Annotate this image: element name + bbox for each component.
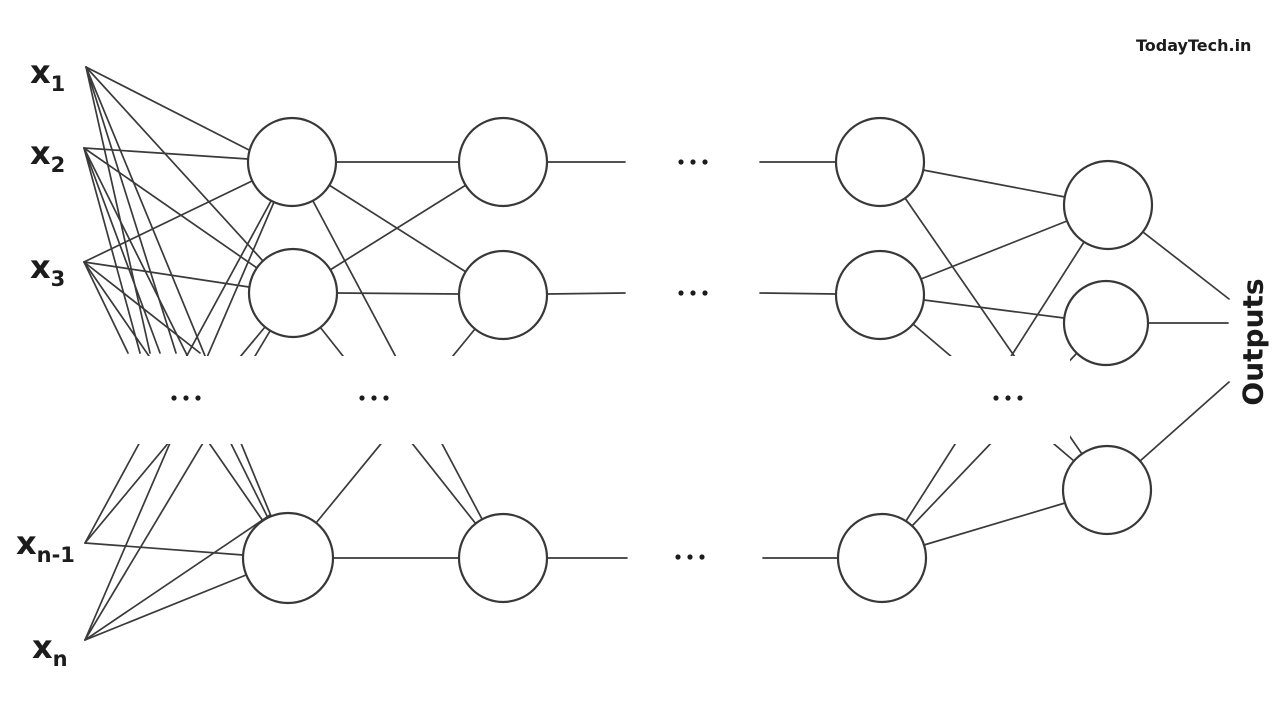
connection-line bbox=[1139, 381, 1230, 462]
connection-line bbox=[83, 261, 250, 288]
ellipsis-dot bbox=[678, 290, 684, 296]
ellipsis-dot bbox=[690, 290, 696, 296]
neuron-node-hidden2-top1 bbox=[457, 116, 549, 208]
connection-line bbox=[922, 169, 1066, 198]
ellipsis-dot bbox=[383, 395, 389, 401]
connection-line bbox=[546, 292, 626, 295]
ellipsis-dot bbox=[702, 290, 708, 296]
connection-line bbox=[923, 502, 1066, 546]
connection-line bbox=[83, 147, 141, 354]
connection-line bbox=[923, 299, 1065, 319]
input-label-x2: x2 bbox=[30, 134, 65, 177]
connection-line bbox=[83, 261, 129, 354]
ellipsis-dot bbox=[675, 554, 681, 560]
ellipsis-dot bbox=[702, 159, 708, 165]
ellipsis-dot bbox=[371, 395, 377, 401]
outputs-label: Outputs bbox=[1236, 278, 1270, 406]
watermark-text: TodayTech.in bbox=[1136, 36, 1252, 55]
connection-line bbox=[85, 66, 177, 354]
input-label-x1: x1 bbox=[30, 53, 65, 96]
connection-line bbox=[83, 180, 253, 263]
input-label-xn-1: xn-1 bbox=[16, 524, 75, 567]
ellipsis-dot bbox=[1017, 395, 1023, 401]
neuron-node-hidden2-bottom bbox=[457, 512, 549, 604]
input-label-subscript: 1 bbox=[51, 72, 66, 96]
ellipsis-dot bbox=[195, 395, 201, 401]
connection-line bbox=[1142, 231, 1230, 300]
ellipsis-dot bbox=[359, 395, 365, 401]
ellipsis-dot bbox=[699, 554, 705, 560]
connection-line bbox=[85, 66, 272, 517]
input-label-subscript: 2 bbox=[51, 153, 66, 177]
input-label-subscript: 3 bbox=[51, 267, 66, 291]
neuron-node-hidden1-top1 bbox=[246, 116, 338, 208]
connection-line bbox=[85, 66, 264, 262]
neuron-node-hidden1-top2 bbox=[247, 247, 339, 339]
ellipsis-dot bbox=[183, 395, 189, 401]
input-label-subscript: n-1 bbox=[37, 543, 75, 567]
connection-line bbox=[83, 261, 201, 354]
input-label-subscript: n bbox=[53, 647, 68, 671]
connection-line bbox=[83, 147, 161, 354]
neuron-node-hidden2-top2 bbox=[457, 249, 549, 341]
connection-line bbox=[83, 147, 269, 519]
ellipsis-dot bbox=[993, 395, 999, 401]
connection-line bbox=[84, 514, 271, 641]
connection-line bbox=[83, 147, 249, 160]
connection-line bbox=[83, 147, 258, 269]
ellipsis-dot bbox=[678, 159, 684, 165]
connection-line bbox=[920, 220, 1068, 280]
ellipsis-mask-band bbox=[55, 356, 1070, 444]
ellipsis-dot bbox=[690, 159, 696, 165]
connection-line bbox=[84, 542, 244, 556]
ellipsis-dot bbox=[1005, 395, 1011, 401]
input-label-x3: x3 bbox=[30, 248, 65, 291]
neuron-node-hidden1-bottom bbox=[241, 511, 335, 605]
connection-line bbox=[759, 292, 837, 295]
neuron-node-output-bottom bbox=[1061, 444, 1153, 536]
neuron-node-hiddenN-top1 bbox=[834, 116, 926, 208]
neuron-node-output-top1 bbox=[1062, 159, 1154, 251]
neuron-node-hiddenN-top2 bbox=[834, 249, 926, 341]
ellipsis-dot bbox=[687, 554, 693, 560]
connection-line bbox=[84, 574, 247, 641]
connection-line bbox=[329, 184, 467, 271]
connection-line bbox=[85, 66, 250, 151]
ellipsis-dot bbox=[171, 395, 177, 401]
input-label-xn: xn bbox=[32, 628, 68, 671]
neuron-node-output-top2 bbox=[1062, 279, 1150, 367]
connection-line bbox=[336, 292, 460, 295]
neuron-node-hiddenN-bottom bbox=[836, 512, 928, 604]
